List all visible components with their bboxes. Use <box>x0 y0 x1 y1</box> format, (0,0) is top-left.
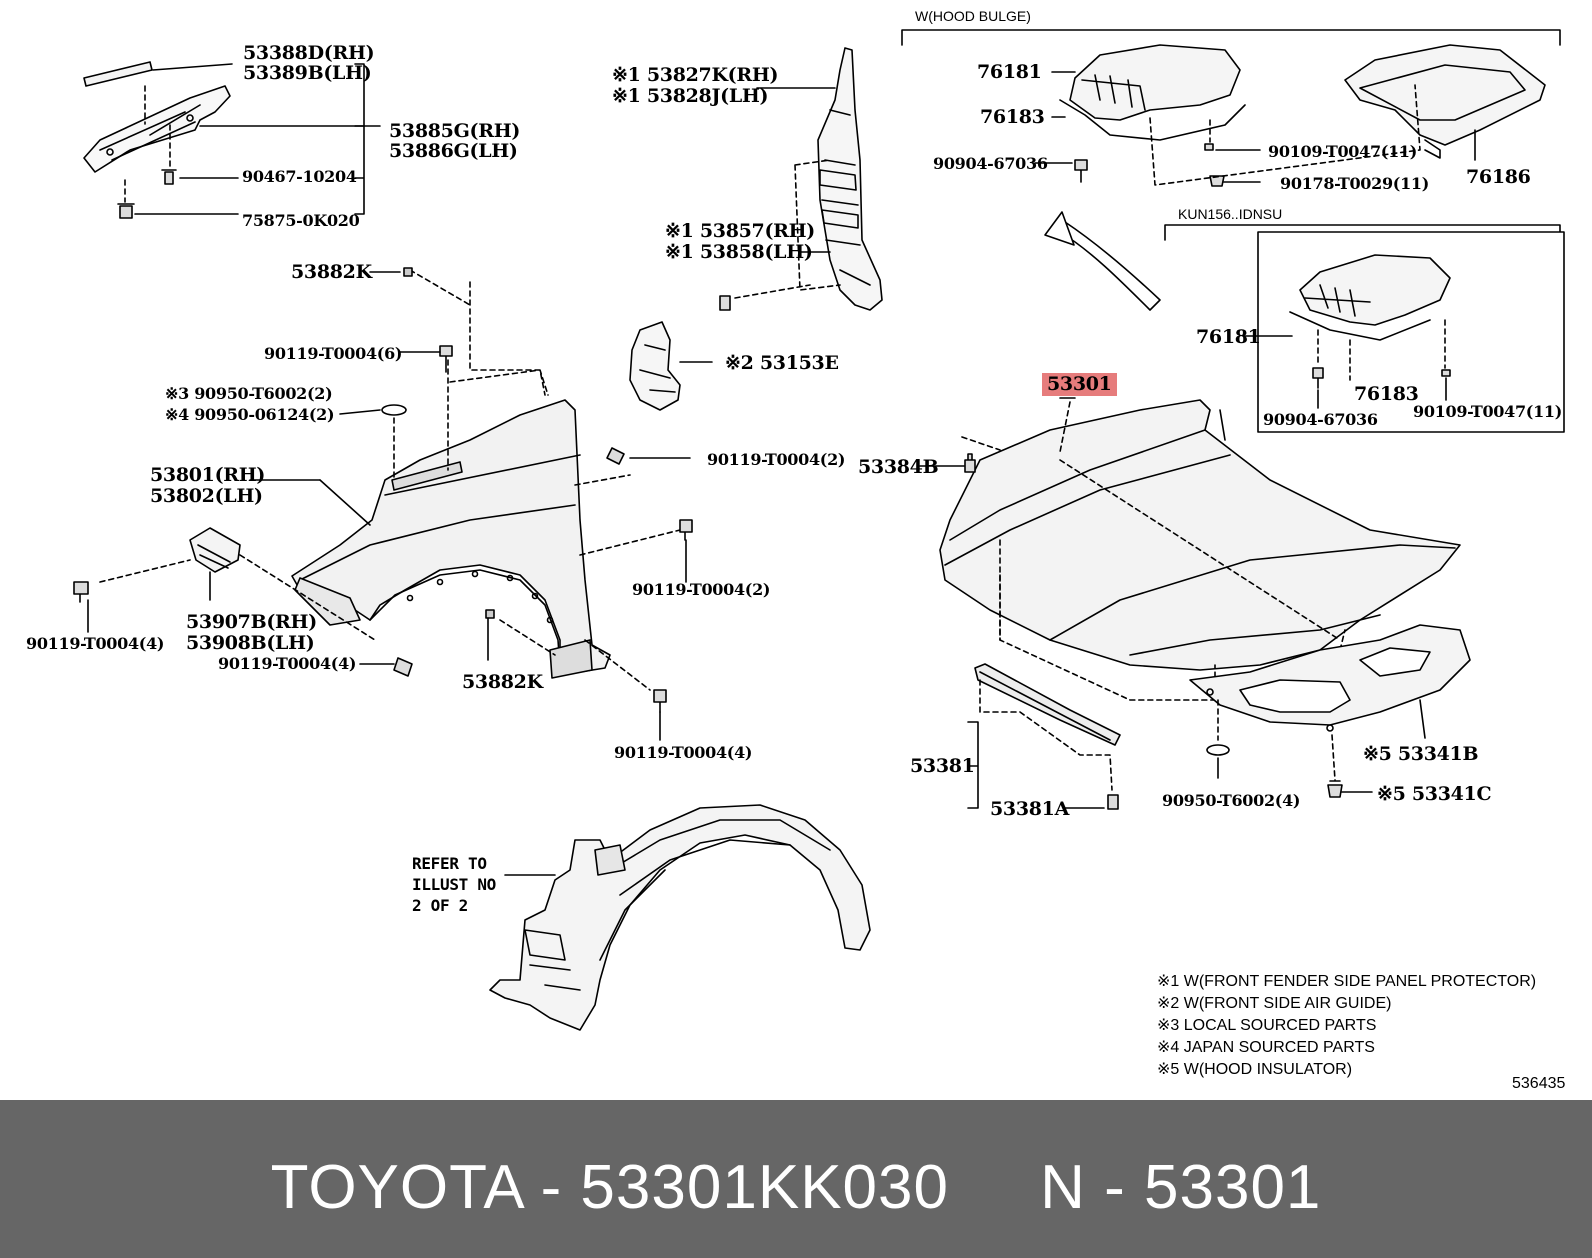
diagram-number: 536435 <box>1512 1075 1566 1092</box>
part-76183-b-label: 76183 <box>1354 383 1419 405</box>
part-53882k-top-label: 53882K <box>291 261 372 283</box>
part-53381a-label: 53381A <box>990 798 1070 820</box>
part-53827k-label: ※1 53827K(RH) <box>612 64 779 86</box>
part-53801-label: 53801(RH) <box>150 464 266 486</box>
part-76183-a-label: 76183 <box>980 106 1045 128</box>
part-number-title: TOYOTA - 53301KK030 N - 53301 <box>270 1153 1322 1222</box>
part-90119-2a-label: 90119-T0004(2) <box>707 450 846 469</box>
cowl-side-seal-drawing <box>83 61 381 219</box>
diagram-drawing <box>73 29 1565 1031</box>
kun-box-drawing <box>1164 224 1565 433</box>
fender-liner-drawing <box>489 804 871 1031</box>
footnote-2: ※2 W(FRONT SIDE AIR GUIDE) <box>1157 995 1392 1012</box>
part-53886g-label: 53886G(LH) <box>389 140 518 162</box>
part-90904-b-label: 90904-67036 <box>1263 410 1378 429</box>
refer-note-line2: ILLUST NO <box>412 875 496 894</box>
footnote-1: ※1 W(FRONT FENDER SIDE PANEL PROTECTOR) <box>1157 973 1537 990</box>
part-90109-a-label: 90109-T0047(11) <box>1268 142 1418 161</box>
part-53388d-label: 53388D(RH) <box>243 42 375 64</box>
footnote-3: ※3 LOCAL SOURCED PARTS <box>1157 1017 1377 1034</box>
refer-note-line1: REFER TO <box>412 854 487 873</box>
part-53301-label-highlighted[interactable]: 53301 <box>1042 373 1117 396</box>
part-90178-label: 90178-T0029(11) <box>1280 174 1430 193</box>
hood-bulge-header: W(HOOD BULGE) <box>915 8 1031 24</box>
part-53381-label: 53381 <box>910 755 975 777</box>
part-53885g-label: 53885G(RH) <box>389 120 521 142</box>
part-90119-2b-label: 90119-T0004(2) <box>632 580 771 599</box>
part-90119-4a-label: 90119-T0004(4) <box>26 634 165 653</box>
footnote-4: ※4 JAPAN SOURCED PARTS <box>1157 1039 1375 1056</box>
part-90119-4c-label: 90119-T0004(4) <box>614 743 753 762</box>
fender-side-protector-drawing <box>719 47 883 311</box>
part-53802-label: 53802(LH) <box>150 485 263 507</box>
refer-note-line3: 2 OF 2 <box>412 896 468 915</box>
front-fender-drawing <box>73 267 693 741</box>
part-53828j-label: ※1 53828J(LH) <box>612 85 769 107</box>
kun-header: KUN156..IDNSU <box>1178 206 1283 222</box>
part-53341c-label: ※5 53341C <box>1377 783 1492 805</box>
part-53882k-bottom-label: 53882K <box>462 671 543 693</box>
part-53384b-label: 53384B <box>858 456 939 478</box>
part-53153e-label: ※2 53153E <box>725 352 839 374</box>
part-76181-a-label: 76181 <box>977 61 1042 83</box>
footnote-5: ※5 W(HOOD INSULATOR) <box>1157 1061 1353 1078</box>
footer-bar: TOYOTA - 53301KK030 N - 53301 <box>0 1100 1592 1258</box>
part-90119-4b-label: 90119-T0004(4) <box>218 654 357 673</box>
part-53908b-label: 53908B(LH) <box>186 632 315 654</box>
part-53907b-label: 53907B(RH) <box>186 611 317 633</box>
part-76181-b-label: 76181 <box>1196 326 1261 348</box>
part-90467-label: 90467-10204 <box>242 167 357 186</box>
parts-diagram: W(HOOD BULGE) KUN156..IDNSU 53388D(RH) 5… <box>26 8 1566 1092</box>
part-75875-label: 75875-0K020 <box>242 211 360 230</box>
part-90119-6-label: 90119-T0004(6) <box>264 344 403 363</box>
hood-drawing <box>919 397 1471 810</box>
part-90950-06124-label: ※4 90950-06124(2) <box>165 405 335 424</box>
part-76186-label: 76186 <box>1466 166 1531 188</box>
part-90109-b-label: 90109-T0047(11) <box>1413 402 1563 421</box>
part-53858-label: ※1 53858(LH) <box>665 241 813 263</box>
part-53389b-label: 53389B(LH) <box>243 62 372 84</box>
front-side-air-guide-drawing <box>629 321 713 411</box>
part-90950-t6002-2-label: ※3 90950-T6002(2) <box>165 384 333 403</box>
part-53857-label: ※1 53857(RH) <box>665 220 815 242</box>
part-90950-t6002-4-label: 90950-T6002(4) <box>1162 791 1301 810</box>
part-53341b-label: ※5 53341B <box>1363 743 1479 765</box>
hood-bulge-drawing <box>901 29 1561 311</box>
part-90904-a-label: 90904-67036 <box>933 154 1048 173</box>
